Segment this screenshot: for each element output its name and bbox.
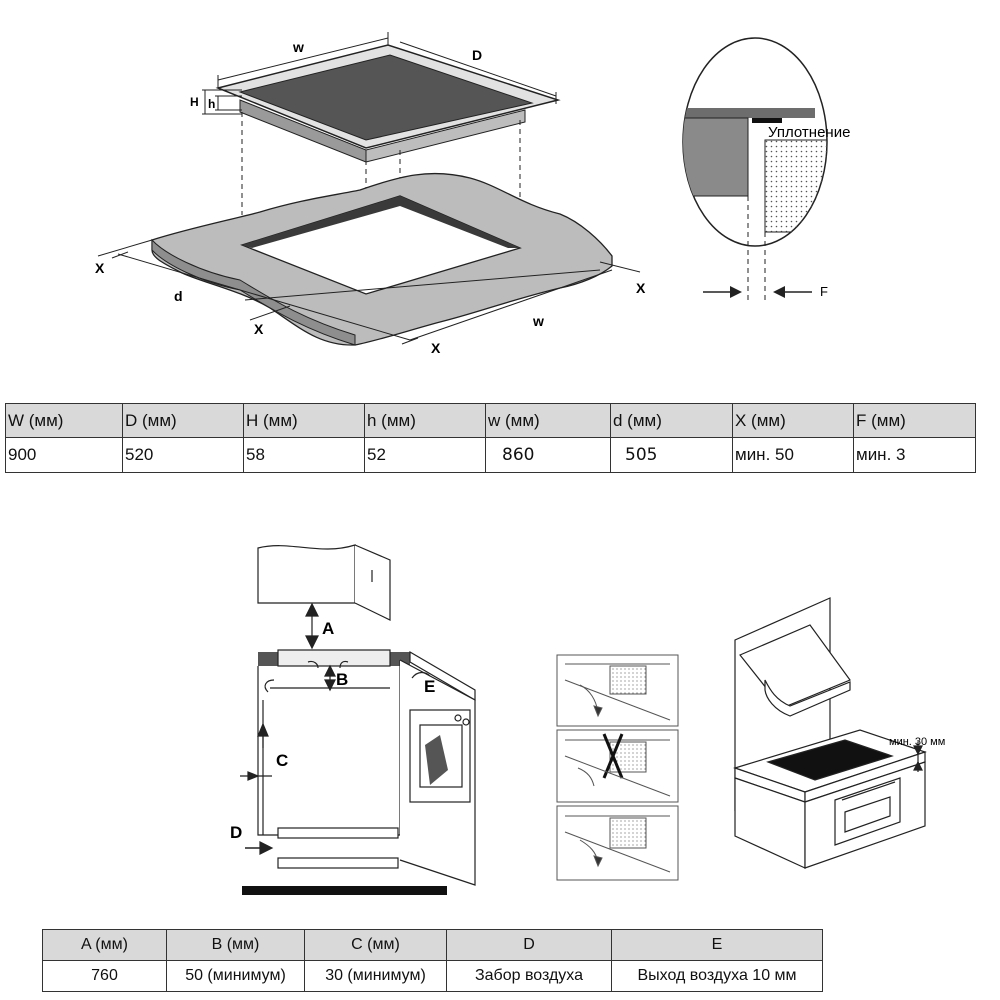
header-d: d (мм) xyxy=(610,403,733,438)
cabinet-cross-section xyxy=(240,544,476,895)
header-X: X (мм) xyxy=(732,403,854,438)
clearance-table: A (мм) B (мм) C (мм) D E 760 50 (минимум… xyxy=(42,929,823,992)
ventilation-diagram: A B E C D xyxy=(230,544,945,895)
label-F: F xyxy=(820,284,828,299)
label-E: E xyxy=(424,677,435,696)
dimension-table: W (мм) D (мм) H (мм) h (мм) w (мм) d (мм… xyxy=(5,403,976,473)
label-h: h xyxy=(208,97,215,111)
header-F: F (мм) xyxy=(853,403,976,438)
label-H: H xyxy=(190,95,199,109)
header-w: w (мм) xyxy=(485,403,611,438)
label-X-bottom: X xyxy=(431,340,441,356)
value-D: 520 xyxy=(122,437,244,473)
value-w: 860 xyxy=(485,437,611,473)
label-X-right: X xyxy=(636,280,646,296)
label-D: D xyxy=(472,47,482,63)
seal-detail xyxy=(682,37,828,300)
dimension-table-header: W (мм) D (мм) H (мм) h (мм) w (мм) d (мм… xyxy=(5,403,976,438)
header-D: D (мм) xyxy=(122,403,244,438)
clearance-table-header: A (мм) B (мм) C (мм) D E xyxy=(42,929,823,961)
value-D-air: Забор воздуха xyxy=(446,960,612,992)
label-d: d xyxy=(174,288,183,304)
label-w-bottom: w xyxy=(532,313,544,329)
header-W: W (мм) xyxy=(5,403,123,438)
value-h: 52 xyxy=(364,437,486,473)
label-seal: Уплотнение xyxy=(768,124,850,141)
header-E: E xyxy=(611,929,823,961)
label-X-left: X xyxy=(95,260,105,276)
header-D-air: D xyxy=(446,929,612,961)
value-X: мин. 50 xyxy=(732,437,854,473)
value-W: 900 xyxy=(5,437,123,473)
label-X-bottom-left: X xyxy=(254,321,264,337)
header-h: h (мм) xyxy=(364,403,486,438)
countertop-illustration xyxy=(151,172,613,346)
countertop-dimensions xyxy=(97,239,641,345)
header-C: C (мм) xyxy=(304,929,447,961)
hob-illustration xyxy=(215,44,561,163)
value-B: 50 (минимум) xyxy=(166,960,305,992)
value-E: Выход воздуха 10 мм xyxy=(611,960,823,992)
label-w-top: w xyxy=(292,39,304,55)
header-B: B (мм) xyxy=(166,929,305,961)
value-F: мин. 3 xyxy=(853,437,976,473)
airflow-detail-panels xyxy=(556,654,679,881)
label-D-air: D xyxy=(230,823,242,842)
value-H: 58 xyxy=(243,437,365,473)
kitchen-hood-illustration xyxy=(733,597,927,869)
value-C: 30 (минимум) xyxy=(304,960,447,992)
label-C: C xyxy=(276,751,288,770)
label-min-30: мин. 30 мм xyxy=(889,736,945,748)
header-H: H (мм) xyxy=(243,403,365,438)
clearance-table-row: 760 50 (минимум) 30 (минимум) Забор возд… xyxy=(42,960,823,992)
header-A: A (мм) xyxy=(42,929,167,961)
hob-dimensions xyxy=(202,32,557,115)
dimension-table-row: 900 520 58 52 860 505 мин. 50 мин. 3 xyxy=(5,437,976,473)
hob-cutout-diagram: w D H h X d X X w X xyxy=(95,32,850,356)
label-B: B xyxy=(336,670,348,689)
label-A: A xyxy=(322,619,334,638)
value-d: 505 xyxy=(610,437,733,473)
value-A: 760 xyxy=(42,960,167,992)
